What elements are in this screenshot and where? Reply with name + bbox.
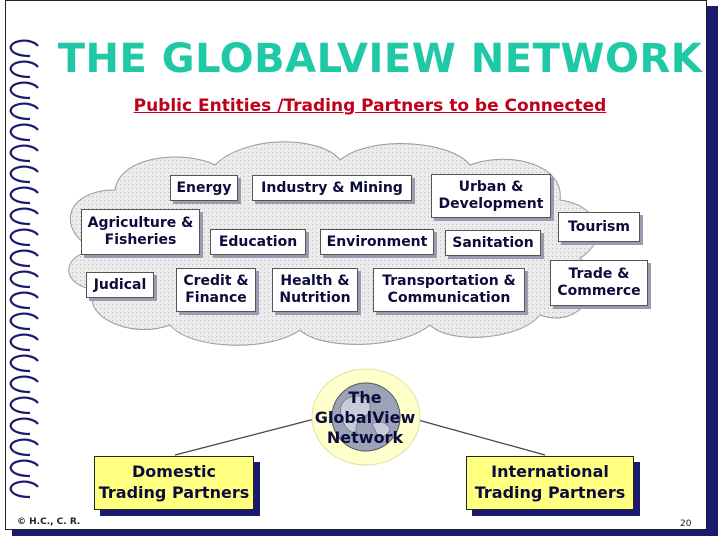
binder-ring (9, 123, 39, 142)
entity-industry-mining: Industry & Mining (252, 175, 412, 201)
binder-ring (9, 312, 39, 331)
domestic-trading-partners-box: Domestic Trading Partners (94, 456, 254, 510)
connector-line-domestic (174, 414, 331, 456)
entity-transportation-communication: Transportation & Communication (373, 268, 525, 312)
binder-ring (9, 375, 39, 394)
binder-ring (9, 144, 39, 163)
binder-ring (9, 186, 39, 205)
entity-sanitation: Sanitation (445, 230, 541, 256)
copyright-text: © H.C., C. R. (17, 517, 81, 527)
entity-energy: Energy (170, 175, 238, 201)
entity-urban-development: Urban & Development (431, 174, 551, 218)
binder-ring (9, 333, 39, 352)
entity-agriculture-fisheries: Agriculture & Fisheries (81, 209, 200, 255)
binder-ring (9, 39, 39, 58)
globe-land-icon (340, 395, 391, 437)
binder-ring (9, 228, 39, 247)
binder-rings (9, 39, 39, 499)
binder-ring (9, 417, 39, 436)
page-number: 20 (680, 519, 692, 529)
binder-ring (9, 207, 39, 226)
globalview-network-label: The GlobalView Network (314, 388, 416, 447)
binder-ring (9, 270, 39, 289)
binder-ring (9, 81, 39, 100)
entity-trade-commerce: Trade & Commerce (550, 260, 648, 306)
binder-ring (9, 480, 39, 499)
entity-tourism: Tourism (558, 212, 640, 242)
entity-credit-finance: Credit & Finance (176, 268, 256, 312)
binder-ring (9, 438, 39, 457)
international-trading-partners-box: International Trading Partners (466, 456, 634, 510)
binder-ring (9, 249, 39, 268)
binder-ring (9, 396, 39, 415)
connector-line-international (399, 414, 546, 456)
binder-ring (9, 60, 39, 79)
binder-ring (9, 354, 39, 373)
entity-environment: Environment (320, 229, 434, 255)
binder-ring (9, 102, 39, 121)
entity-health-nutrition: Health & Nutrition (272, 268, 358, 312)
slide-title: THE GLOBALVIEW NETWORK (57, 36, 703, 82)
binder-ring (9, 291, 39, 310)
binder-ring (9, 459, 39, 478)
slide-subtitle: Public Entities /Trading Partners to be … (133, 96, 607, 116)
entity-education: Education (210, 229, 306, 255)
entity-judical: Judical (86, 272, 154, 298)
binder-ring (9, 165, 39, 184)
